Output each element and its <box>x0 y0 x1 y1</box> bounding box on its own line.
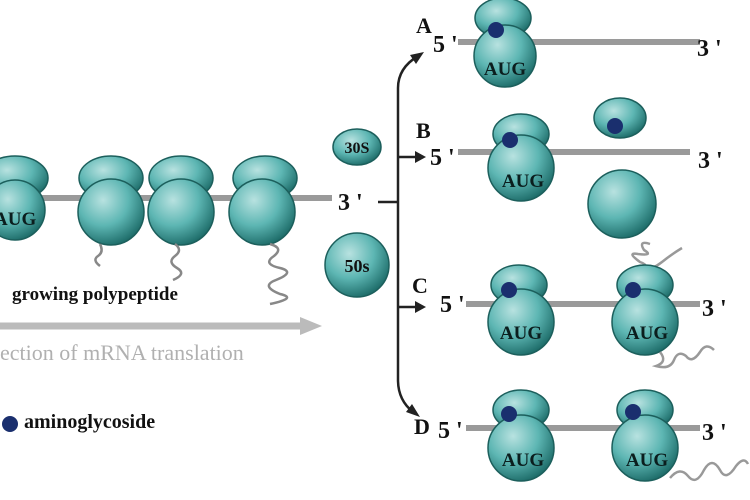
aberrant-peptide-c <box>651 345 715 369</box>
aminoglycoside-dot-b <box>502 132 518 148</box>
subunit-50s: 50s <box>324 232 390 298</box>
aug-label-d2: AUG <box>626 450 668 471</box>
three-prime-label-b: 3 ' <box>698 148 723 174</box>
aminoglycoside-dot-c1 <box>501 282 517 298</box>
legend-label: aminoglycoside <box>24 411 155 433</box>
three-prime-label-a: 3 ' <box>697 36 722 62</box>
branch-label-b: B <box>416 118 431 143</box>
polysome-ribosome-4 <box>228 155 298 306</box>
aug-label: AUG <box>0 209 36 230</box>
branch-arrowheads <box>406 52 426 417</box>
aminoglycoside-dot-a <box>488 22 504 38</box>
five-prime-label-c: 5 ' <box>440 292 465 318</box>
branch-arrows <box>378 54 419 413</box>
subunit-30s: 30S <box>332 128 382 166</box>
aberrant-peptide-d <box>669 459 750 482</box>
aug-label-a: AUG <box>484 59 526 80</box>
five-prime-label-d: 5 ' <box>438 418 463 444</box>
aminoglycoside-dot-b2 <box>607 118 623 134</box>
released-50s-b <box>587 169 657 239</box>
three-prime-label-d: 3 ' <box>702 420 727 446</box>
three-prime-label-c: 3 ' <box>702 296 727 322</box>
branch-d: D 5 ' AUG AUG 3 ' <box>414 389 750 482</box>
aminoglycoside-dot-icon <box>2 416 18 432</box>
five-prime-label-a: 5 ' <box>433 32 458 58</box>
aug-label-b: AUG <box>502 171 544 192</box>
released-30s-b <box>593 97 647 139</box>
subunit-30s-label: 30S <box>345 140 370 157</box>
branch-label-a: A <box>416 13 432 38</box>
branch-a: A 5 ' AUG 3 ' <box>416 0 722 88</box>
three-prime-label-left: 3 ' <box>338 190 363 216</box>
aug-label-c2: AUG <box>626 323 668 344</box>
polysome-ribosome-1: AUG <box>0 155 49 241</box>
aug-label-d1: AUG <box>502 450 544 471</box>
direction-label: ection of mRNA translation <box>0 340 244 365</box>
five-prime-label-b: 5 ' <box>430 145 455 171</box>
aminoglycoside-dot-c2 <box>625 282 641 298</box>
polysome-ribosome-2 <box>77 155 145 267</box>
released-peptide-b <box>631 241 683 274</box>
branch-label-d: D <box>414 414 430 439</box>
aug-label-c1: AUG <box>500 323 542 344</box>
aminoglycoside-dot-d2 <box>625 404 641 420</box>
direction-arrowhead <box>300 317 322 335</box>
aminoglycoside-dot-d1 <box>501 406 517 422</box>
polysome-ribosome-3 <box>147 155 215 282</box>
growing-polypeptide-label: growing polypeptide <box>12 284 178 305</box>
branch-label-c: C <box>412 273 428 298</box>
branch-b: B 5 ' AUG 3 ' <box>416 97 723 274</box>
subunit-50s-label: 50s <box>344 256 369 276</box>
branch-c: C 5 ' AUG AUG 3 ' <box>412 264 727 369</box>
